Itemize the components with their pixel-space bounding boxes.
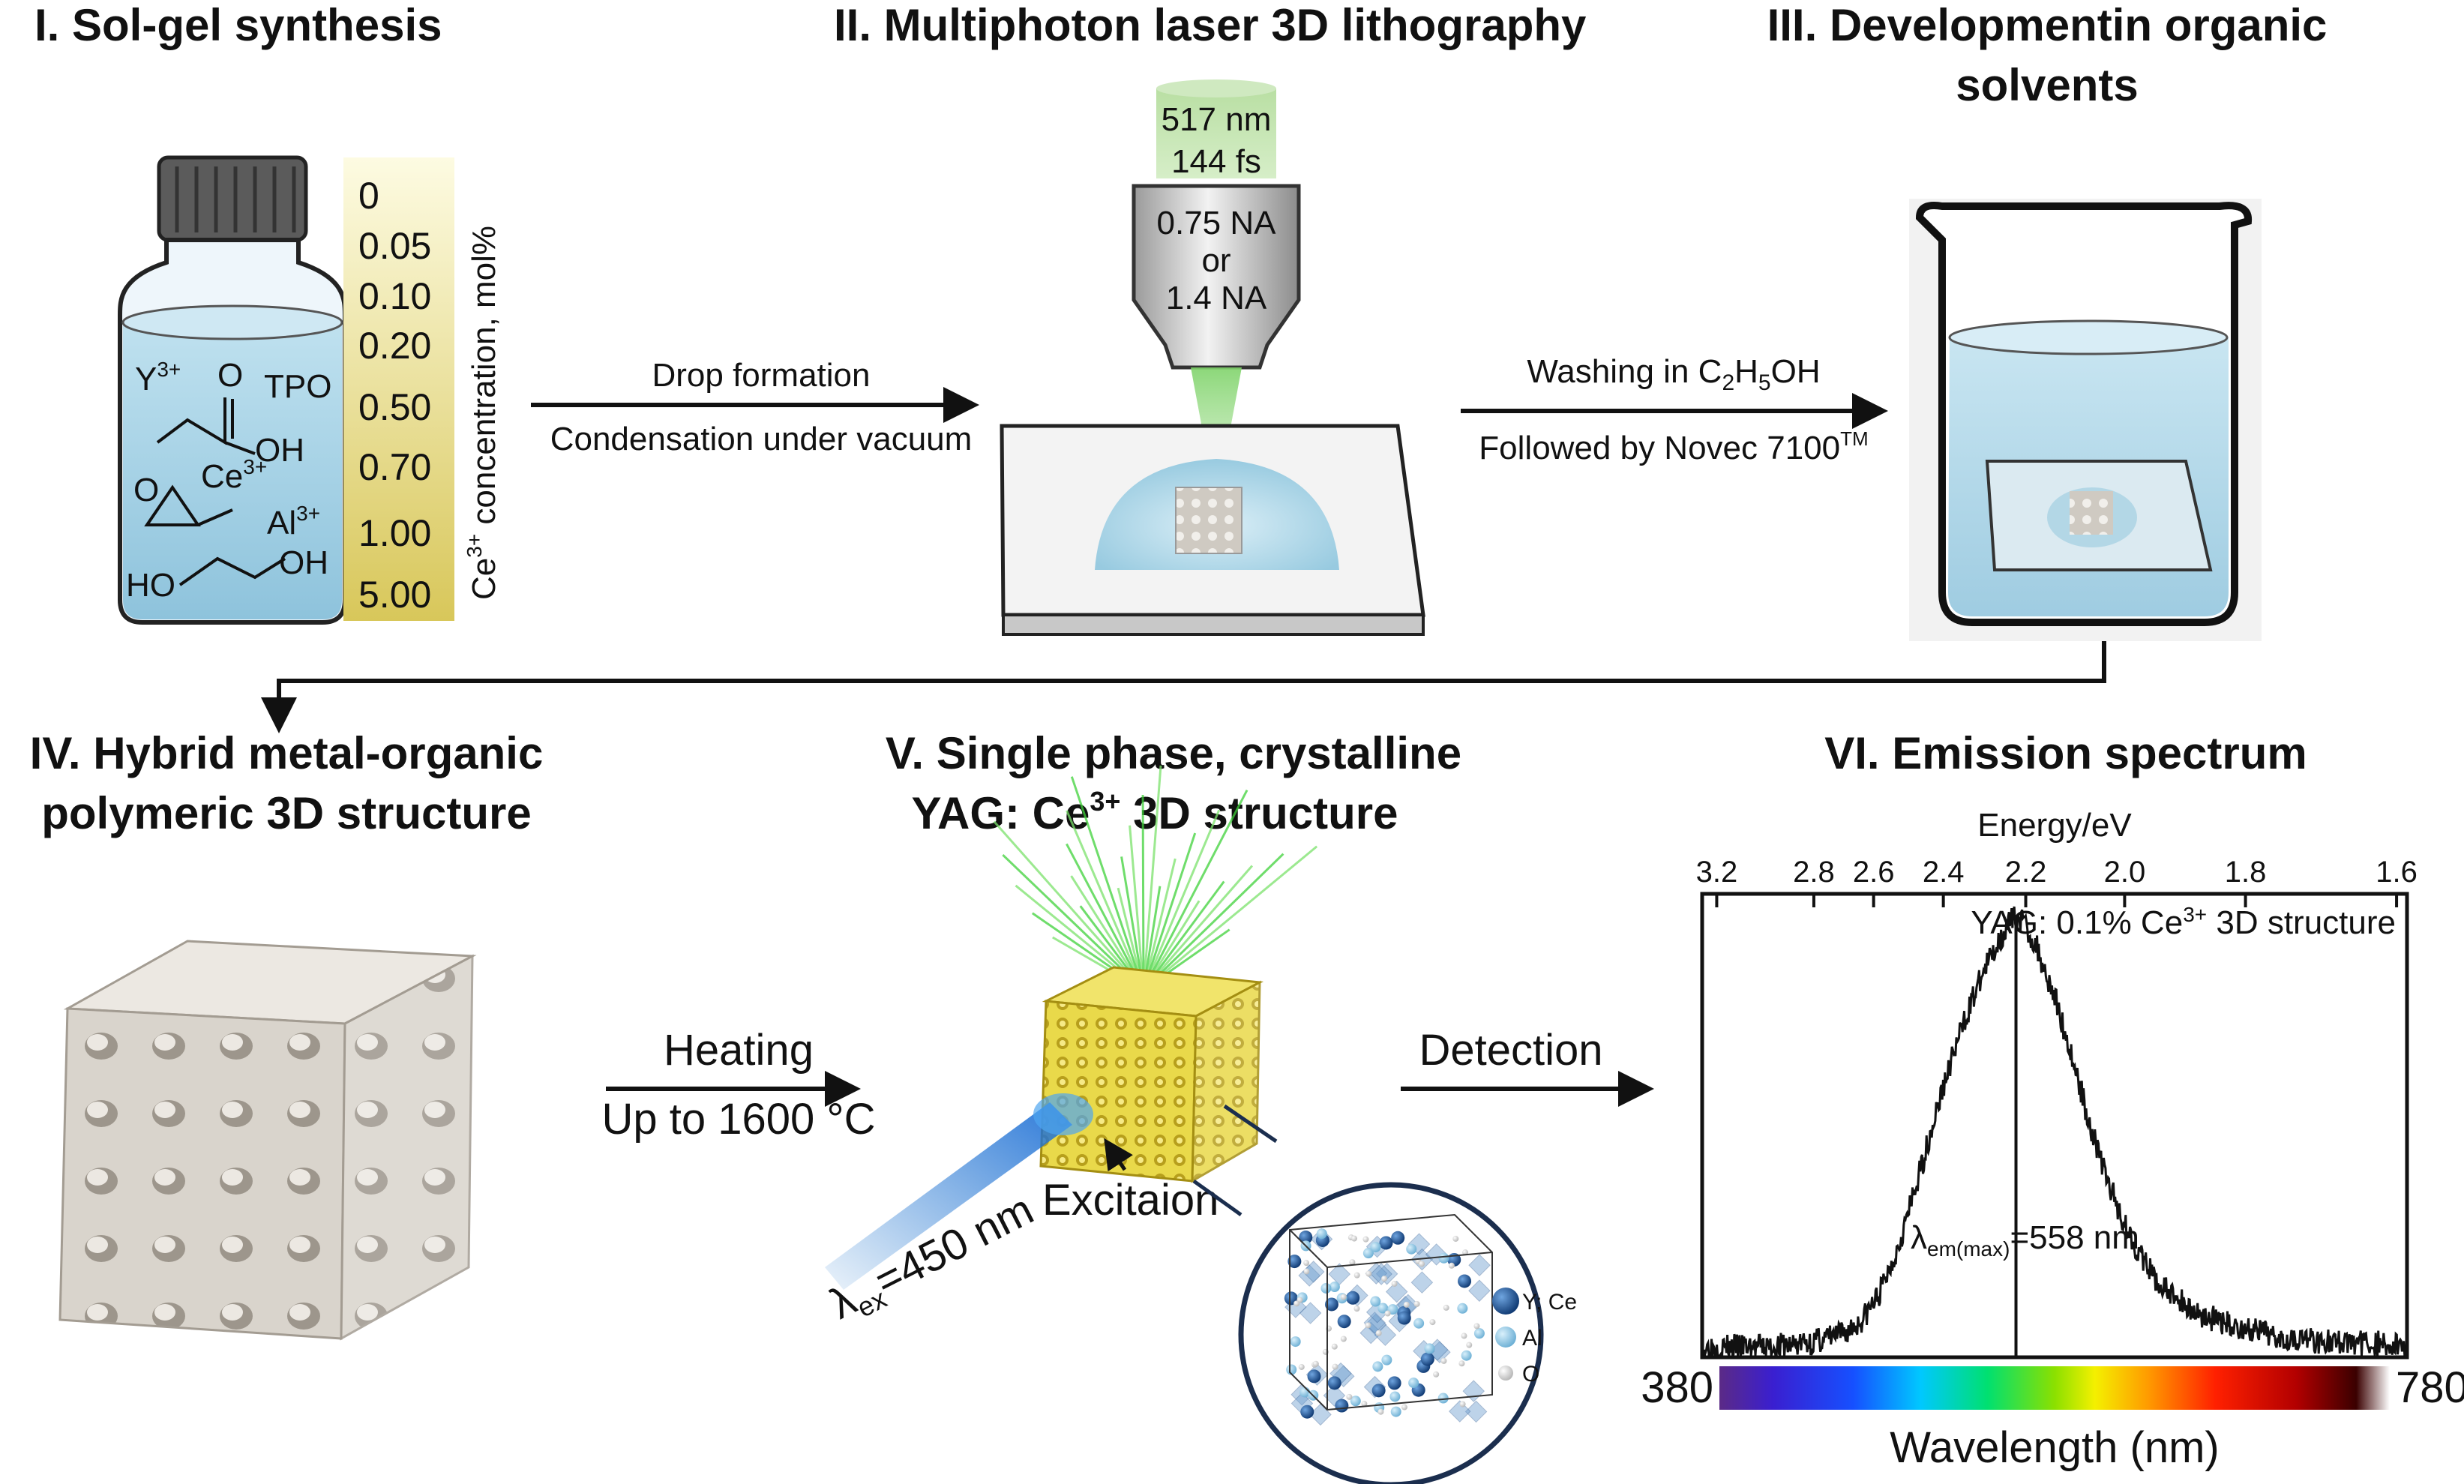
arrow2-line2: Followed by Novec 7100TM	[1479, 427, 1868, 466]
concentration-value: 0.70	[358, 446, 431, 488]
objective-or: or	[1201, 242, 1231, 279]
arrow4-label: Detection	[1419, 1026, 1602, 1075]
x-axis-label: Wavelength (nm)	[1890, 1423, 2219, 1472]
step1-title: I. Sol-gel synthesis	[34, 0, 442, 50]
energy-tick-label: 1.8	[2225, 856, 2267, 889]
bottle-cap	[157, 155, 308, 242]
energy-ticks: 3.2 2.8 2.6 2.4 2.2 2.0 1.8 1.6	[1696, 856, 2418, 907]
energy-tick-label: 1.6	[2376, 856, 2418, 889]
focused-beam	[1191, 367, 1242, 480]
epoxide-o: O	[133, 472, 159, 508]
hybrid-polymer-structure	[58, 940, 477, 1341]
structure-side-face	[340, 954, 474, 1341]
concentration-value: 0	[358, 175, 379, 217]
step5-title-line1: V. Single phase, crystalline	[886, 728, 1461, 778]
energy-tick-label: 2.8	[1793, 856, 1835, 889]
concentration-value: 0.10	[358, 275, 431, 317]
bottle-liquid	[123, 322, 342, 619]
concentration-value: 0.50	[358, 386, 431, 428]
yag-cube-side	[1191, 980, 1261, 1183]
energy-tick-label: 3.2	[1696, 856, 1738, 889]
excitation-beam	[825, 1102, 1072, 1290]
emission-series-line	[1702, 906, 2407, 1360]
step3-title-line2: solvents	[1956, 60, 2138, 110]
legend-swatch	[1498, 1366, 1513, 1381]
concentration-value: 0.05	[358, 225, 431, 267]
x-min-label: 380	[1641, 1363, 1713, 1412]
acrylic-oh: OH	[255, 432, 304, 469]
arrow3-line2: Up to 1600 °C	[602, 1095, 876, 1144]
step5-title-line2: YAG: Ce3+ 3D structure	[911, 786, 1398, 838]
legend-label: Y; Ce	[1522, 1290, 1577, 1315]
concentration-value: 5.00	[358, 574, 431, 616]
acrylic-o: O	[217, 357, 243, 394]
sol-gel-bottle: Y3+ O TPO OH Ce3+ O Al3+ HO OH	[118, 155, 347, 625]
glycol-ho: HO	[126, 567, 175, 604]
energy-tick-label: 2.6	[1853, 856, 1895, 889]
concentration-values: 0 0.05 0.10 0.20 0.50 0.70 1.00 5.00	[358, 175, 431, 616]
laser-beam-source	[1156, 88, 1276, 178]
peak-label: λem(max)=558 nm	[1911, 1219, 2139, 1261]
step3-title-line1: III. Developmentin organic	[1767, 0, 2328, 50]
legend-swatch	[1492, 1288, 1519, 1315]
arrow-drop-formation: Drop formation Condensation under vacuum	[531, 357, 979, 457]
plot-frame	[1700, 892, 2409, 1360]
arrow3-line1: Heating	[664, 1026, 814, 1075]
arrow-detection: Detection	[1401, 1026, 1654, 1107]
step4-title-line1: IV. Hybrid metal-organic	[30, 728, 544, 778]
x-max-label: 780	[2396, 1363, 2464, 1412]
tpo-label: TPO	[264, 368, 331, 405]
legend-label: Al	[1522, 1326, 1542, 1351]
concentration-value: 1.00	[358, 512, 431, 554]
ion-y: Y3+	[135, 358, 181, 397]
arrow-washing: Washing in C2H5OH Followed by Novec 7100…	[1461, 353, 1888, 466]
unit-cell-atoms	[1284, 1228, 1491, 1426]
glycol-oh: OH	[279, 544, 328, 581]
energy-tick-label: 2.0	[2104, 856, 2146, 889]
ion-ce: Ce3+	[201, 455, 267, 495]
concentration-value: 0.20	[358, 325, 431, 367]
objective-na2: 1.4 NA	[1166, 280, 1267, 316]
legend-swatch	[1495, 1327, 1516, 1348]
wavelength-color-bar	[1719, 1366, 2390, 1410]
printed-lattice	[1175, 487, 1242, 554]
crystal-legend: Y; Ce AlO	[1492, 1288, 1577, 1387]
arrow1-line1: Drop formation	[652, 357, 870, 394]
step6-title: VI. Emission spectrum	[1824, 728, 2307, 778]
objective-na1: 0.75 NA	[1157, 205, 1277, 241]
concentration-axis-label: Ce3+ concentration, mol%	[463, 226, 502, 600]
step2-title: II. Multiphoton laser 3D lithography	[834, 0, 1587, 50]
structure-front-face	[58, 1007, 346, 1340]
laser-pulse: 144 fs	[1171, 143, 1261, 180]
legend-label: O	[1522, 1362, 1539, 1387]
arrow-to-step4	[261, 641, 2106, 733]
unit-cell-zoom	[1238, 1182, 1544, 1484]
beaker-lattice	[2070, 491, 2113, 535]
lithography-setup: 517 nm 144 fs 0.75 NA or 1.4 NA	[1000, 79, 1425, 636]
yag-cube-front	[1039, 1000, 1198, 1183]
step4-title-line2: polymeric 3D structure	[41, 788, 532, 838]
excitation-label: Excitaion	[1042, 1176, 1219, 1225]
energy-tick-label: 2.2	[2005, 856, 2047, 889]
arrow2-line1: Washing in C2H5OH	[1527, 353, 1820, 395]
concentration-gradient-bar	[343, 157, 454, 621]
energy-axis-label: Energy/eV	[1977, 807, 2132, 844]
green-emission-rays	[993, 765, 1318, 991]
beaker	[1909, 199, 2262, 641]
laser-wavelength: 517 nm	[1162, 101, 1272, 138]
arrow1-line2: Condensation under vacuum	[550, 421, 973, 457]
concentration-scale: 0 0.05 0.10 0.20 0.50 0.70 1.00 5.00 Ce3+ conce…	[343, 157, 502, 621]
ion-al: Al3+	[267, 502, 320, 541]
objective-lens	[1132, 184, 1301, 370]
arrow-heating: Heating Up to 1600 °C	[602, 1026, 876, 1144]
energy-tick-label: 2.4	[1923, 856, 1965, 889]
